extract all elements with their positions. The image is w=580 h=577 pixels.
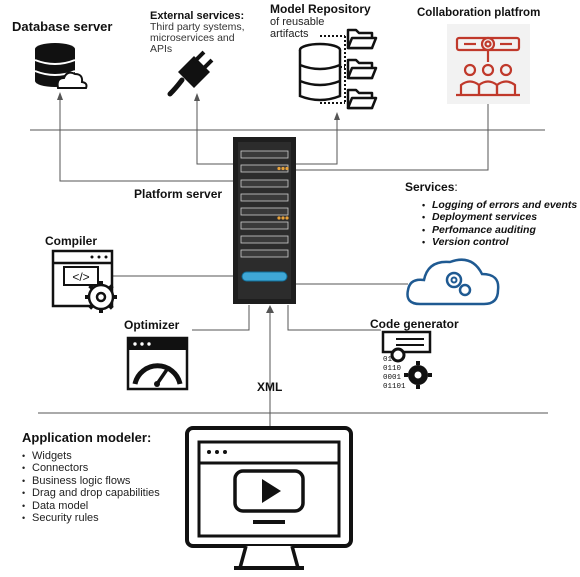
modeler-title: Application modeler: bbox=[22, 430, 152, 445]
code-bit-line: 01 bbox=[383, 356, 393, 364]
xml-label: XML bbox=[257, 380, 283, 394]
services-title-colon: : bbox=[454, 180, 458, 194]
services-list: Logging of errors and events Deployment … bbox=[422, 199, 577, 249]
collaboration-title: Collaboration platfrom bbox=[417, 7, 541, 19]
services-item: Version control bbox=[422, 236, 577, 249]
collaboration-icon bbox=[447, 24, 530, 104]
database-icon bbox=[34, 43, 88, 89]
services-item: Perfomance auditing bbox=[422, 224, 577, 237]
external-services-line-2: microservices and bbox=[150, 32, 235, 44]
modeler-item: Connectors bbox=[22, 462, 160, 475]
repository-line-2: artifacts bbox=[270, 28, 309, 40]
optimizer-icon bbox=[126, 336, 189, 391]
services-item: Deployment services bbox=[422, 211, 577, 224]
modeler-block: Application modeler: Widgets Connectors … bbox=[22, 430, 160, 525]
modeler-item: Business logic flows bbox=[22, 475, 160, 488]
server-rack-icon bbox=[233, 137, 296, 304]
repository-line-1: of reusable bbox=[270, 16, 325, 28]
top-connectors bbox=[59, 98, 489, 331]
modeler-item: Data model bbox=[22, 500, 160, 513]
repository-icon bbox=[298, 28, 378, 110]
external-services-line-3: APIs bbox=[150, 43, 173, 55]
services-item: Logging of errors and events bbox=[422, 199, 577, 212]
compiler-glyph: </> bbox=[72, 270, 89, 284]
database-title: Database server bbox=[12, 19, 113, 34]
external-services-title: External services: bbox=[150, 10, 245, 22]
code-bits: 01 0110 0001 01101 bbox=[383, 356, 406, 392]
monitor-icon bbox=[185, 426, 353, 570]
services-block: Services: Logging of errors and events D… bbox=[405, 180, 577, 249]
code-bit-line: 0001 bbox=[383, 374, 402, 382]
code-bit-line: 0110 bbox=[383, 365, 402, 373]
plug-icon bbox=[167, 50, 214, 97]
modeler-item: Security rules bbox=[22, 512, 160, 525]
compiler-icon: </> bbox=[51, 249, 117, 313]
modeler-item: Widgets bbox=[22, 450, 160, 463]
modeler-item: Drag and drop capabilities bbox=[22, 487, 160, 500]
code-generator-icon bbox=[381, 330, 432, 389]
code-generator-title: Code generator bbox=[370, 317, 459, 331]
external-services-block: External services: Third party systems, … bbox=[150, 10, 245, 55]
optimizer-title: Optimizer bbox=[124, 318, 180, 332]
platform-server-title: Platform server bbox=[134, 187, 223, 201]
external-services-line-1: Third party systems, bbox=[150, 21, 245, 33]
services-cloud-icon bbox=[406, 258, 500, 306]
repository-block: Model Repository of reusable artifacts bbox=[270, 2, 371, 40]
repository-title: Model Repository bbox=[270, 2, 371, 16]
services-title-text: Services bbox=[405, 180, 455, 194]
code-bit-line: 01101 bbox=[383, 383, 406, 391]
compiler-title: Compiler bbox=[45, 234, 98, 248]
services-title: Services: bbox=[405, 180, 577, 194]
modeler-list: Widgets Connectors Business logic flows … bbox=[22, 450, 160, 525]
